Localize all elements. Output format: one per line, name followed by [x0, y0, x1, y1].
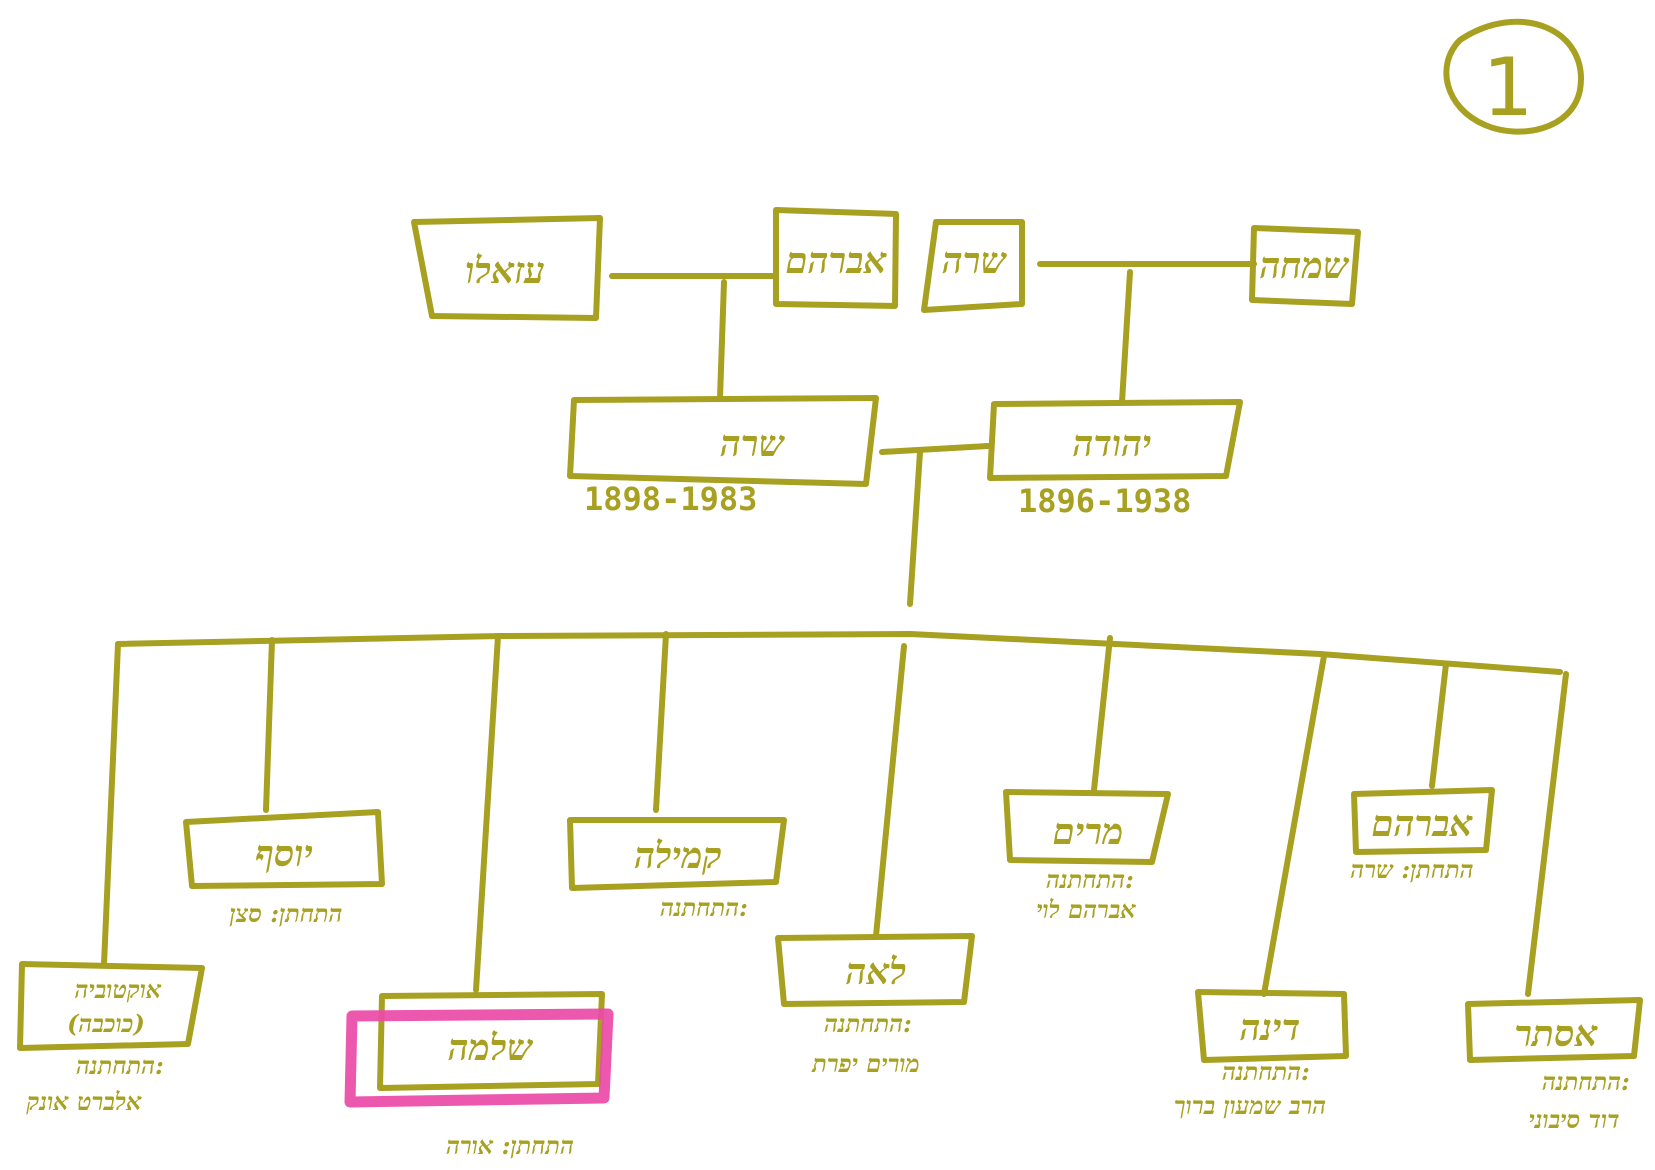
- child-ester: אסתר התחתנה: דוד סיבוני: [1465, 997, 1643, 1134]
- spouse-label: התחתנה:: [824, 1009, 912, 1038]
- drop-ester: [1525, 671, 1569, 997]
- box-dina: [1195, 989, 1349, 1063]
- child-name: אסתר: [1514, 1013, 1598, 1055]
- spouse-label: התחתנה:: [76, 1051, 164, 1080]
- child-dina: דינה התחתנה: הרב שמעון ברוך: [1174, 989, 1349, 1120]
- highlight-marker: [344, 1008, 614, 1108]
- spouse-label: התחתן: אורה: [446, 1131, 574, 1160]
- child-name: לאה: [846, 951, 907, 993]
- drop-dina: [1261, 653, 1327, 997]
- grandmother-name: שרה: [720, 423, 785, 465]
- box-simcha: [1249, 225, 1361, 307]
- grandfather-dates: 1896-1938: [1018, 482, 1191, 520]
- box-kamila: [567, 817, 787, 891]
- child-nickname: (כוכבה): [67, 1009, 145, 1038]
- child-yosef: יוסף התחתן: סצן: [183, 809, 385, 928]
- child-name: יוסף: [255, 833, 313, 875]
- box-miriam: [1003, 789, 1171, 865]
- great-grandfather-right-name: שמחה: [1260, 245, 1350, 287]
- spouse-label: התחתנה:: [1222, 1057, 1310, 1086]
- spouse-label: התחתן: סצן: [230, 899, 343, 928]
- spouse-name: מורים יפרת: [811, 1049, 920, 1078]
- child-octavia: אוקטוביה (כוכבה) התחתנה: אלברט אונק: [17, 961, 205, 1116]
- child-name: מרים: [1053, 811, 1124, 853]
- child-shlomo: שלמה התחתן: אורה: [344, 991, 614, 1160]
- sibling-bar: [115, 631, 1563, 675]
- spouse-name: דוד סיבוני: [1528, 1105, 1619, 1134]
- box-yehuda: [987, 399, 1243, 481]
- box-azulay: [411, 215, 603, 321]
- child-name: אברהם: [1371, 803, 1473, 845]
- child-name: קמילה: [634, 835, 722, 877]
- child-name: דינה: [1240, 1007, 1301, 1049]
- page-number: 1: [1483, 41, 1534, 134]
- box-shlomo: [377, 991, 605, 1091]
- box-avraham-gg: [773, 207, 899, 309]
- great-grandparents-left-couple: עזאלו אברהם: [411, 207, 899, 401]
- child-leah: לאה התחתנה: מורים יפרת: [775, 933, 975, 1078]
- grandmother-dates: 1898-1983: [584, 480, 757, 518]
- box-leah: [775, 933, 975, 1007]
- child-avraham: אברהם התחתן: שרה: [1350, 787, 1495, 884]
- box-ester: [1465, 997, 1643, 1063]
- box-sarah-grandmother: [567, 395, 879, 487]
- descent-line-left-gg: [717, 279, 727, 401]
- drop-yosef: [263, 637, 275, 813]
- drop-kamila: [653, 631, 669, 813]
- spouse-name: אברהם לוי: [1036, 895, 1136, 924]
- drop-leah: [873, 643, 907, 939]
- grandparents: שרה 1898-1983 יהודה 1896-1938: [567, 395, 1243, 607]
- page-number-badge: 1: [1443, 18, 1584, 135]
- great-grandfather-left-name: אברהם: [785, 240, 887, 282]
- spouse-label: התחתנה:: [1046, 865, 1134, 894]
- great-grandmother-right-name: שרה: [942, 240, 1007, 282]
- box-octavia: [17, 961, 205, 1051]
- child-kamila: קמילה התחתנה:: [567, 817, 787, 922]
- grandfather-name: יהודה: [1073, 423, 1152, 465]
- spouse-name: הרב שמעון ברוך: [1174, 1091, 1326, 1120]
- great-grandmother-left-name: עזאלו: [465, 250, 545, 292]
- box-avraham: [1351, 787, 1495, 855]
- child-miriam: מרים התחתנה: אברהם לוי: [1003, 789, 1171, 924]
- great-grandparents-right-couple: שרה שמחה: [921, 219, 1361, 405]
- sibling-connectors: [101, 631, 1569, 997]
- descent-line-grandparents: [907, 449, 923, 607]
- spouse-label: התחתנה:: [660, 893, 748, 922]
- descent-line-right-gg: [1119, 269, 1133, 405]
- spouse-name: אלברט אונק: [25, 1087, 142, 1116]
- spouse-label: התחתנה:: [1542, 1067, 1630, 1096]
- spouse-label: התחתן: שרה: [1350, 855, 1473, 884]
- drop-shlomo: [473, 633, 501, 993]
- child-name: אוקטוביה: [75, 975, 162, 1004]
- box-yosef: [183, 809, 385, 889]
- drop-octavia: [101, 641, 121, 967]
- marriage-line-grandparents: [879, 443, 991, 455]
- drop-avraham: [1429, 661, 1449, 789]
- box-sarah-gg: [921, 219, 1025, 313]
- drop-miriam: [1091, 635, 1113, 793]
- child-name: שלמה: [448, 1027, 534, 1069]
